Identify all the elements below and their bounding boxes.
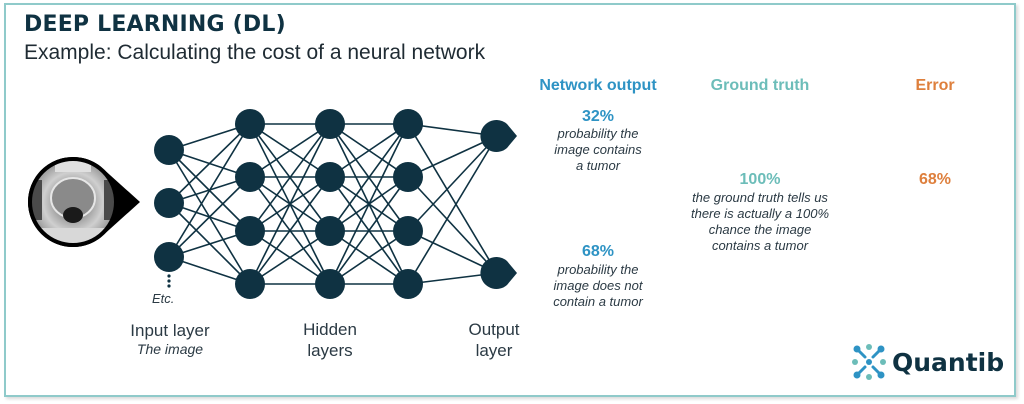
desc-line: the ground truth tells us [692, 190, 828, 205]
error-heading: Error [915, 77, 955, 94]
desc-line: probability the [557, 262, 639, 277]
input-layer-title: Input layer [130, 321, 210, 340]
network-output-desc-2: probability the image does not contain a… [533, 262, 663, 310]
output-node [480, 256, 517, 289]
hidden-node [315, 216, 345, 246]
desc-line: there is actually a 100% [690, 206, 830, 221]
network-output-heading: Network output [539, 77, 657, 94]
hidden-node [235, 269, 265, 299]
desc-line: a tumor [575, 158, 621, 173]
connection-line [407, 135, 498, 232]
hidden-layers-line2: layers [307, 341, 353, 360]
input-layer-subtitle: The image [136, 341, 204, 357]
hidden-node [315, 162, 345, 192]
output-layer-label: Output layer [444, 319, 544, 361]
connection-line [168, 176, 251, 258]
network-connections [168, 123, 498, 285]
slide-subtitle: Example: Calculating the cost of a neura… [24, 41, 486, 64]
etc-dots [167, 274, 171, 288]
connection-line [329, 123, 409, 178]
connection-line [249, 123, 331, 178]
desc-line: probability the [557, 126, 639, 141]
desc-line: contains a tumor [711, 238, 809, 253]
ground-truth-desc: the ground truth tells us there is actua… [680, 190, 840, 254]
hidden-layers-line1: Hidden [303, 320, 357, 339]
slide-title: DEEP LEARNING (DL) [24, 12, 286, 37]
connection-line [249, 123, 331, 285]
connection-line [407, 123, 498, 274]
hidden-node [235, 109, 265, 139]
input-node [154, 242, 184, 272]
network-nodes [154, 109, 517, 299]
quantib-logo: Quantib [852, 344, 1004, 380]
desc-line: image contains [554, 142, 642, 157]
connection-line [249, 176, 331, 285]
hidden-node [393, 162, 423, 192]
ground-truth-heading: Ground truth [710, 77, 810, 94]
slide-frame [4, 3, 1016, 397]
ground-truth-value: 100% [739, 171, 781, 188]
connection-line [249, 230, 331, 285]
hidden-node [235, 162, 265, 192]
connection-line [329, 123, 409, 232]
network-output-value-1: 32% [581, 108, 615, 125]
output-node [480, 119, 517, 152]
quantib-logo-text: Quantib [892, 347, 1005, 377]
desc-line: image does not [553, 278, 643, 293]
connection-line [329, 176, 409, 285]
mri-image-icon [27, 157, 140, 247]
network-output-desc-1: probability the image contains a tumor [538, 126, 658, 174]
input-layer-label: Input layer The image [118, 320, 222, 357]
error-value: 68% [918, 171, 952, 188]
input-node [154, 135, 184, 165]
output-layer-line1: Output [468, 320, 520, 339]
hidden-node [393, 269, 423, 299]
connection-line [407, 135, 498, 285]
connection-line [168, 123, 251, 258]
hidden-node [235, 216, 265, 246]
connection-line [168, 123, 251, 204]
input-node [154, 188, 184, 218]
quantib-logo-icon [852, 344, 886, 380]
hidden-node [315, 269, 345, 299]
hidden-node [393, 216, 423, 246]
connection-line [329, 230, 409, 285]
connection-line [249, 123, 331, 232]
network-output-value-2: 68% [581, 243, 615, 260]
desc-line: chance the image [708, 222, 812, 237]
connection-line [407, 176, 498, 274]
output-layer-line2: layer [475, 341, 513, 360]
etc-label: Etc. [152, 291, 175, 306]
connection-line [329, 123, 409, 285]
desc-line: contain a tumor [553, 294, 643, 309]
hidden-node [393, 109, 423, 139]
hidden-node [315, 109, 345, 139]
hidden-layers-label: Hidden layers [280, 319, 380, 361]
